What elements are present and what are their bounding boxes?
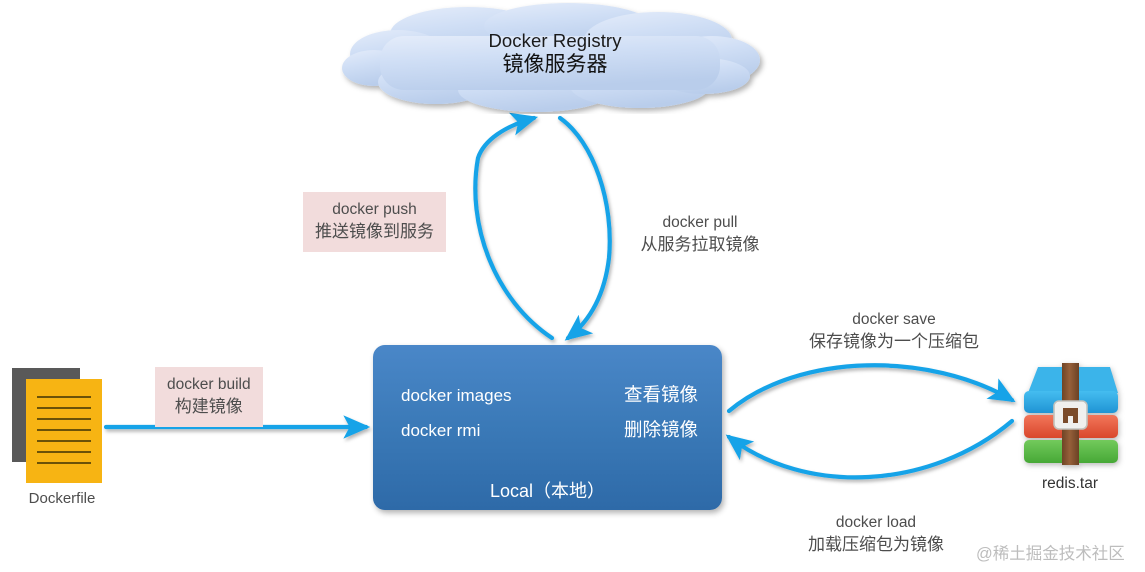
label-docker-build: docker build 构建镜像 [155,367,263,428]
archive-node: redis.tar [1010,363,1130,513]
label-docker-push-command: docker push [332,201,417,218]
label-docker-save-command: docker save [852,311,936,328]
watermark: @稀土掘金技术社区 [976,545,1125,563]
local-node: docker images 查看镜像 docker rmi 删除镜像 Local… [373,345,722,510]
label-docker-pull: docker pull 从服务拉取镜像 [624,213,776,256]
local-command-rmi: docker rmi [401,421,481,440]
label-docker-save-description: 保存镜像为一个压缩包 [809,331,979,351]
archive-caption: redis.tar [1042,475,1098,492]
local-command-row: docker rmi 删除镜像 [401,416,698,442]
local-footer-label: Local（本地） [489,481,606,501]
label-docker-build-command: docker build [167,376,251,393]
dockerfile-document-icon [26,379,102,483]
label-docker-pull-description: 从服务拉取镜像 [640,234,760,254]
label-docker-load-command: docker load [835,514,917,531]
local-description-rmi: 删除镜像 [623,419,698,440]
label-docker-load-description: 加载压缩包为镜像 [808,534,944,554]
label-docker-push-description: 推送镜像到服务 [315,221,434,241]
dockerfile-node: Dockerfile [12,368,112,518]
label-docker-load: docker load 加载压缩包为镜像 [768,513,984,556]
cloud-shape [342,3,760,112]
label-docker-pull-command: docker pull [662,214,738,231]
dockerfile-caption: Dockerfile [28,490,96,507]
label-docker-save: docker save 保存镜像为一个压缩包 [768,310,1020,353]
label-docker-build-description: 构建镜像 [174,396,243,416]
label-docker-push: docker push 推送镜像到服务 [303,192,446,253]
local-command-row: docker images 查看镜像 [401,381,698,407]
registry-title-cn: 镜像服务器 [502,53,608,76]
local-description-images: 查看镜像 [623,384,698,405]
registry-title-en: Docker Registry [488,30,622,51]
winrar-archive-icon [1024,363,1118,465]
registry-cloud: Docker Registry 镜像服务器 [340,2,770,114]
local-command-images: docker images [401,386,512,405]
